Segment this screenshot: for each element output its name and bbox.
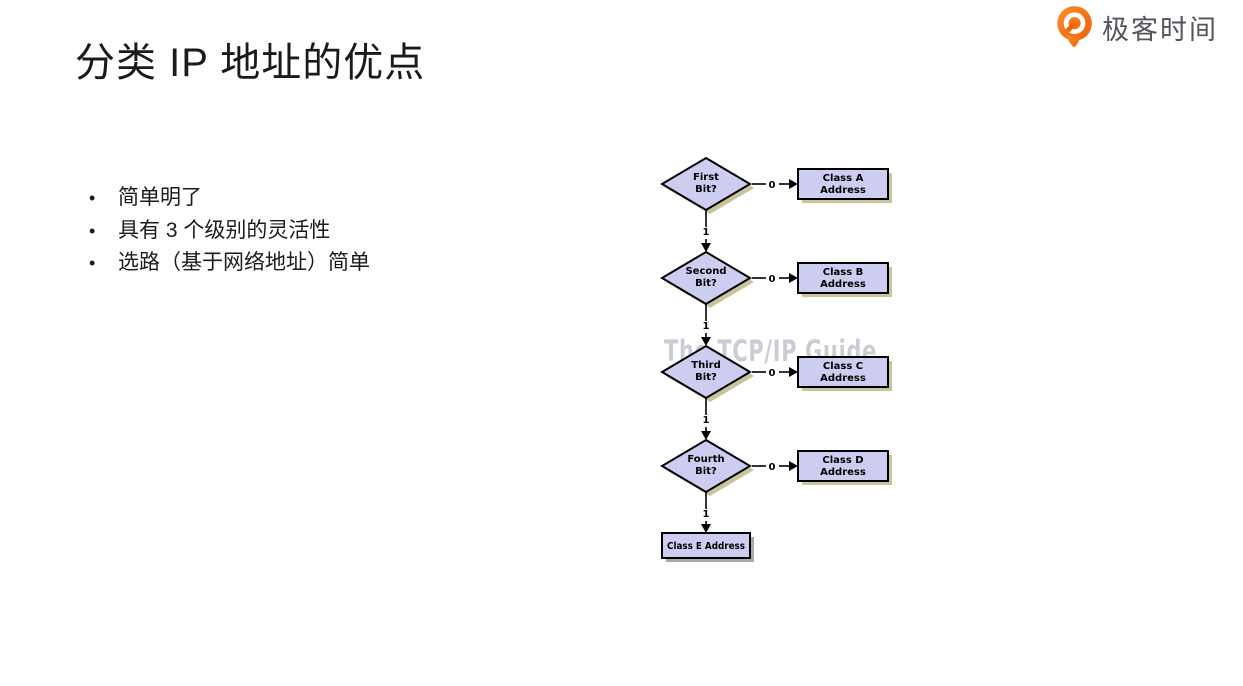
branch-down-2: 1 bbox=[701, 304, 711, 346]
classful-ip-flowchart: The TCP/IP Guide First Bit? 0 Class A Ad… bbox=[660, 156, 892, 562]
branch-down-1: 1 bbox=[701, 210, 711, 252]
result-class-c-box bbox=[797, 356, 889, 388]
branch-label-1: 1 bbox=[703, 415, 710, 426]
result-label: Class B bbox=[823, 267, 864, 278]
bullet-dot: • bbox=[89, 188, 96, 208]
flow-row-class-a: First Bit? 0 Class A Address bbox=[660, 156, 892, 214]
branch-label-0: 0 bbox=[769, 368, 776, 379]
bullet-list: • 简单明了 • 具有 3 个级别的灵活性 • 选路（基于网络地址）简单 bbox=[89, 182, 370, 280]
geektime-logo-text: 极客时间 bbox=[1102, 14, 1218, 45]
geektime-logo: 极客时间 bbox=[1055, 5, 1218, 49]
result-label: Address bbox=[820, 185, 866, 196]
branch-label-1: 1 bbox=[703, 321, 710, 332]
decision-label: First bbox=[693, 172, 719, 183]
result-label: Address bbox=[820, 373, 866, 384]
flow-row-class-b: Second Bit? 0 Class B Address bbox=[660, 250, 892, 308]
arrow-down-icon bbox=[701, 243, 711, 252]
decision-label: Bit? bbox=[695, 184, 717, 195]
arrow-right-icon bbox=[789, 367, 798, 377]
decision-label: Fourth bbox=[687, 454, 724, 465]
branch-label-1: 1 bbox=[703, 509, 710, 520]
branch-label-0: 0 bbox=[769, 180, 776, 191]
branch-label-0: 0 bbox=[769, 274, 776, 285]
arrow-right-icon bbox=[789, 179, 798, 189]
result-class-d-box bbox=[797, 450, 889, 482]
branch-down-4: 1 bbox=[701, 492, 711, 533]
result-label: Class C bbox=[823, 361, 863, 372]
flow-row-class-c: Third Bit? 0 Class C Address bbox=[660, 344, 892, 402]
result-label: Class A bbox=[823, 173, 864, 184]
flow-final-class-e: Class E Address bbox=[661, 532, 754, 562]
bullet-item-text: 具有 3 个级别的灵活性 bbox=[118, 218, 331, 242]
bullet-item: • 简单明了 bbox=[89, 182, 370, 215]
branch-label-0: 0 bbox=[769, 462, 776, 473]
arrow-right-icon bbox=[789, 273, 798, 283]
bullet-item-text: 选路（基于网络地址）简单 bbox=[118, 251, 370, 274]
bullet-item: • 选路（基于网络地址）简单 bbox=[89, 247, 370, 280]
decision-label: Bit? bbox=[695, 372, 717, 383]
decision-label: Bit? bbox=[695, 278, 717, 289]
result-class-b-box bbox=[797, 262, 889, 294]
result-label: Address bbox=[820, 467, 866, 478]
geektime-pin-icon bbox=[1057, 6, 1092, 48]
bullet-dot: • bbox=[89, 220, 96, 241]
final-class-e-box bbox=[661, 532, 751, 559]
arrow-down-icon bbox=[701, 337, 711, 346]
result-label: Address bbox=[820, 279, 866, 290]
arrow-down-icon bbox=[701, 524, 711, 533]
arrow-right-icon bbox=[789, 461, 798, 471]
decision-label: Second bbox=[685, 266, 726, 277]
decision-label: Bit? bbox=[695, 466, 717, 477]
bullet-item: • 具有 3 个级别的灵活性 bbox=[89, 215, 370, 248]
arrow-down-icon bbox=[701, 431, 711, 440]
decision-label: Third bbox=[691, 360, 720, 371]
branch-label-1: 1 bbox=[703, 227, 710, 238]
final-label: Class E Address bbox=[667, 541, 745, 552]
flow-row-class-d: Fourth Bit? 0 Class D Address bbox=[660, 438, 892, 496]
page-title: 分类 IP 地址的优点 bbox=[75, 41, 426, 85]
result-class-a-box bbox=[797, 168, 889, 200]
bullet-dot: • bbox=[89, 253, 96, 273]
result-label: Class D bbox=[822, 455, 863, 466]
bullet-item-text: 简单明了 bbox=[118, 186, 202, 209]
branch-down-3: 1 bbox=[701, 398, 711, 440]
